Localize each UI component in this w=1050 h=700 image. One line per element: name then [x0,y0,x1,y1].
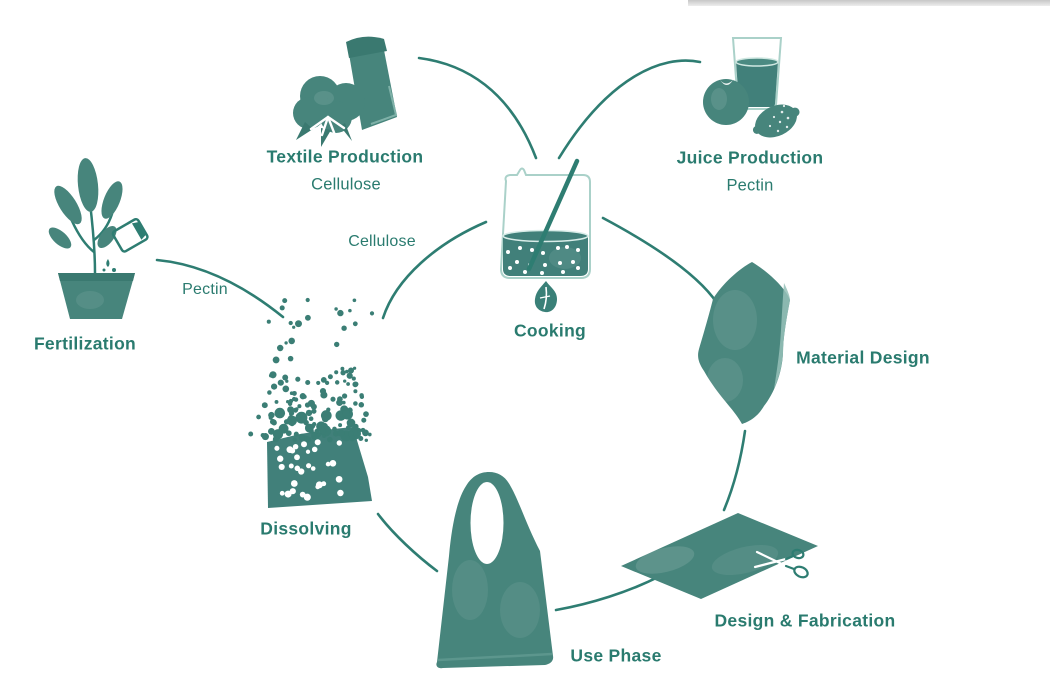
dissolving-bag-icon [248,297,375,508]
node-sublabel-textile: Cellulose [311,175,381,194]
edge-dissolving-to-fertilization-pectin [155,258,285,319]
edge-use-to-dissolving [376,512,439,573]
edge-label-cellulose: Cellulose [348,233,416,250]
edge-textile-to-cooking [417,56,538,160]
edge-fabrication-to-use [554,574,662,612]
node-label-textile: Textile Production [266,146,424,167]
scissors-icon [753,548,809,579]
edge-juice-to-cooking [557,59,702,160]
edge-label-pectin: Pectin [182,281,228,298]
edge-material-to-fabrication [722,429,747,512]
edge-dissolving-to-cooking-cellulose [381,220,488,320]
node-sublabel-juice: Pectin [726,176,774,195]
node-label-juice: Juice Production [676,147,824,168]
cooking-pot-icon [499,158,591,313]
top-gray-bar [688,0,1050,6]
node-label-fabrication: Design & Fabrication [714,610,896,631]
node-label-fertilization: Fertilization [33,333,137,354]
node-label-dissolving: Dissolving [260,518,352,539]
juice-glass-icon [703,37,800,138]
fabrication-sheet-icon [621,513,818,599]
node-label-cooking: Cooking [513,320,587,341]
watering-cup-icon [102,217,149,272]
material-sheet-icon [698,262,790,424]
edge-cooking-to-material [601,216,719,305]
node-label-use: Use Phase [570,645,662,666]
tote-bag-icon [436,472,554,669]
cotton-yarn-icon [293,36,398,147]
node-label-material: Material Design [796,347,930,368]
plant-pot-icon [48,158,149,319]
